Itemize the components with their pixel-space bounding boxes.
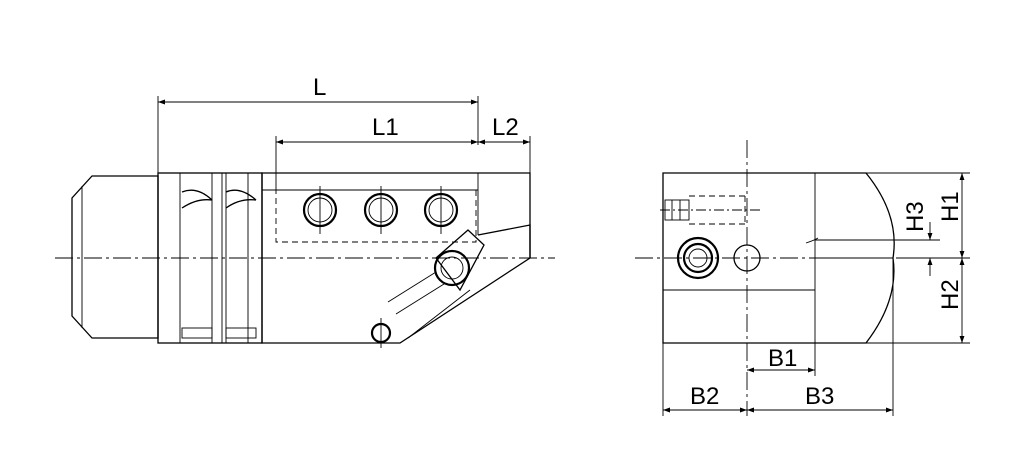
- label-L1: L1: [372, 114, 399, 141]
- side-view: [55, 172, 555, 348]
- shank-taper: [71, 175, 159, 339]
- side-dimensions: [157, 96, 531, 190]
- label-H2: H2: [937, 279, 964, 310]
- label-B2: B2: [690, 383, 719, 410]
- front-screw: [676, 236, 720, 280]
- clamp-screws: [302, 186, 459, 234]
- label-L: L: [313, 74, 326, 101]
- label-L2: L2: [492, 114, 519, 141]
- cross-screw: [660, 195, 760, 225]
- holder-body: [261, 172, 531, 344]
- insert-screw: [433, 249, 471, 287]
- label-H1: H1: [937, 191, 964, 222]
- front-dimensions: [662, 172, 970, 416]
- front-view: [635, 140, 935, 416]
- clamp-slot-hidden: [275, 189, 477, 243]
- label-B3: B3: [805, 383, 834, 410]
- coolant-port: [370, 318, 392, 348]
- label-B1: B1: [768, 345, 797, 372]
- front-coolant-hole: [733, 244, 761, 272]
- label-H3: H3: [902, 201, 929, 232]
